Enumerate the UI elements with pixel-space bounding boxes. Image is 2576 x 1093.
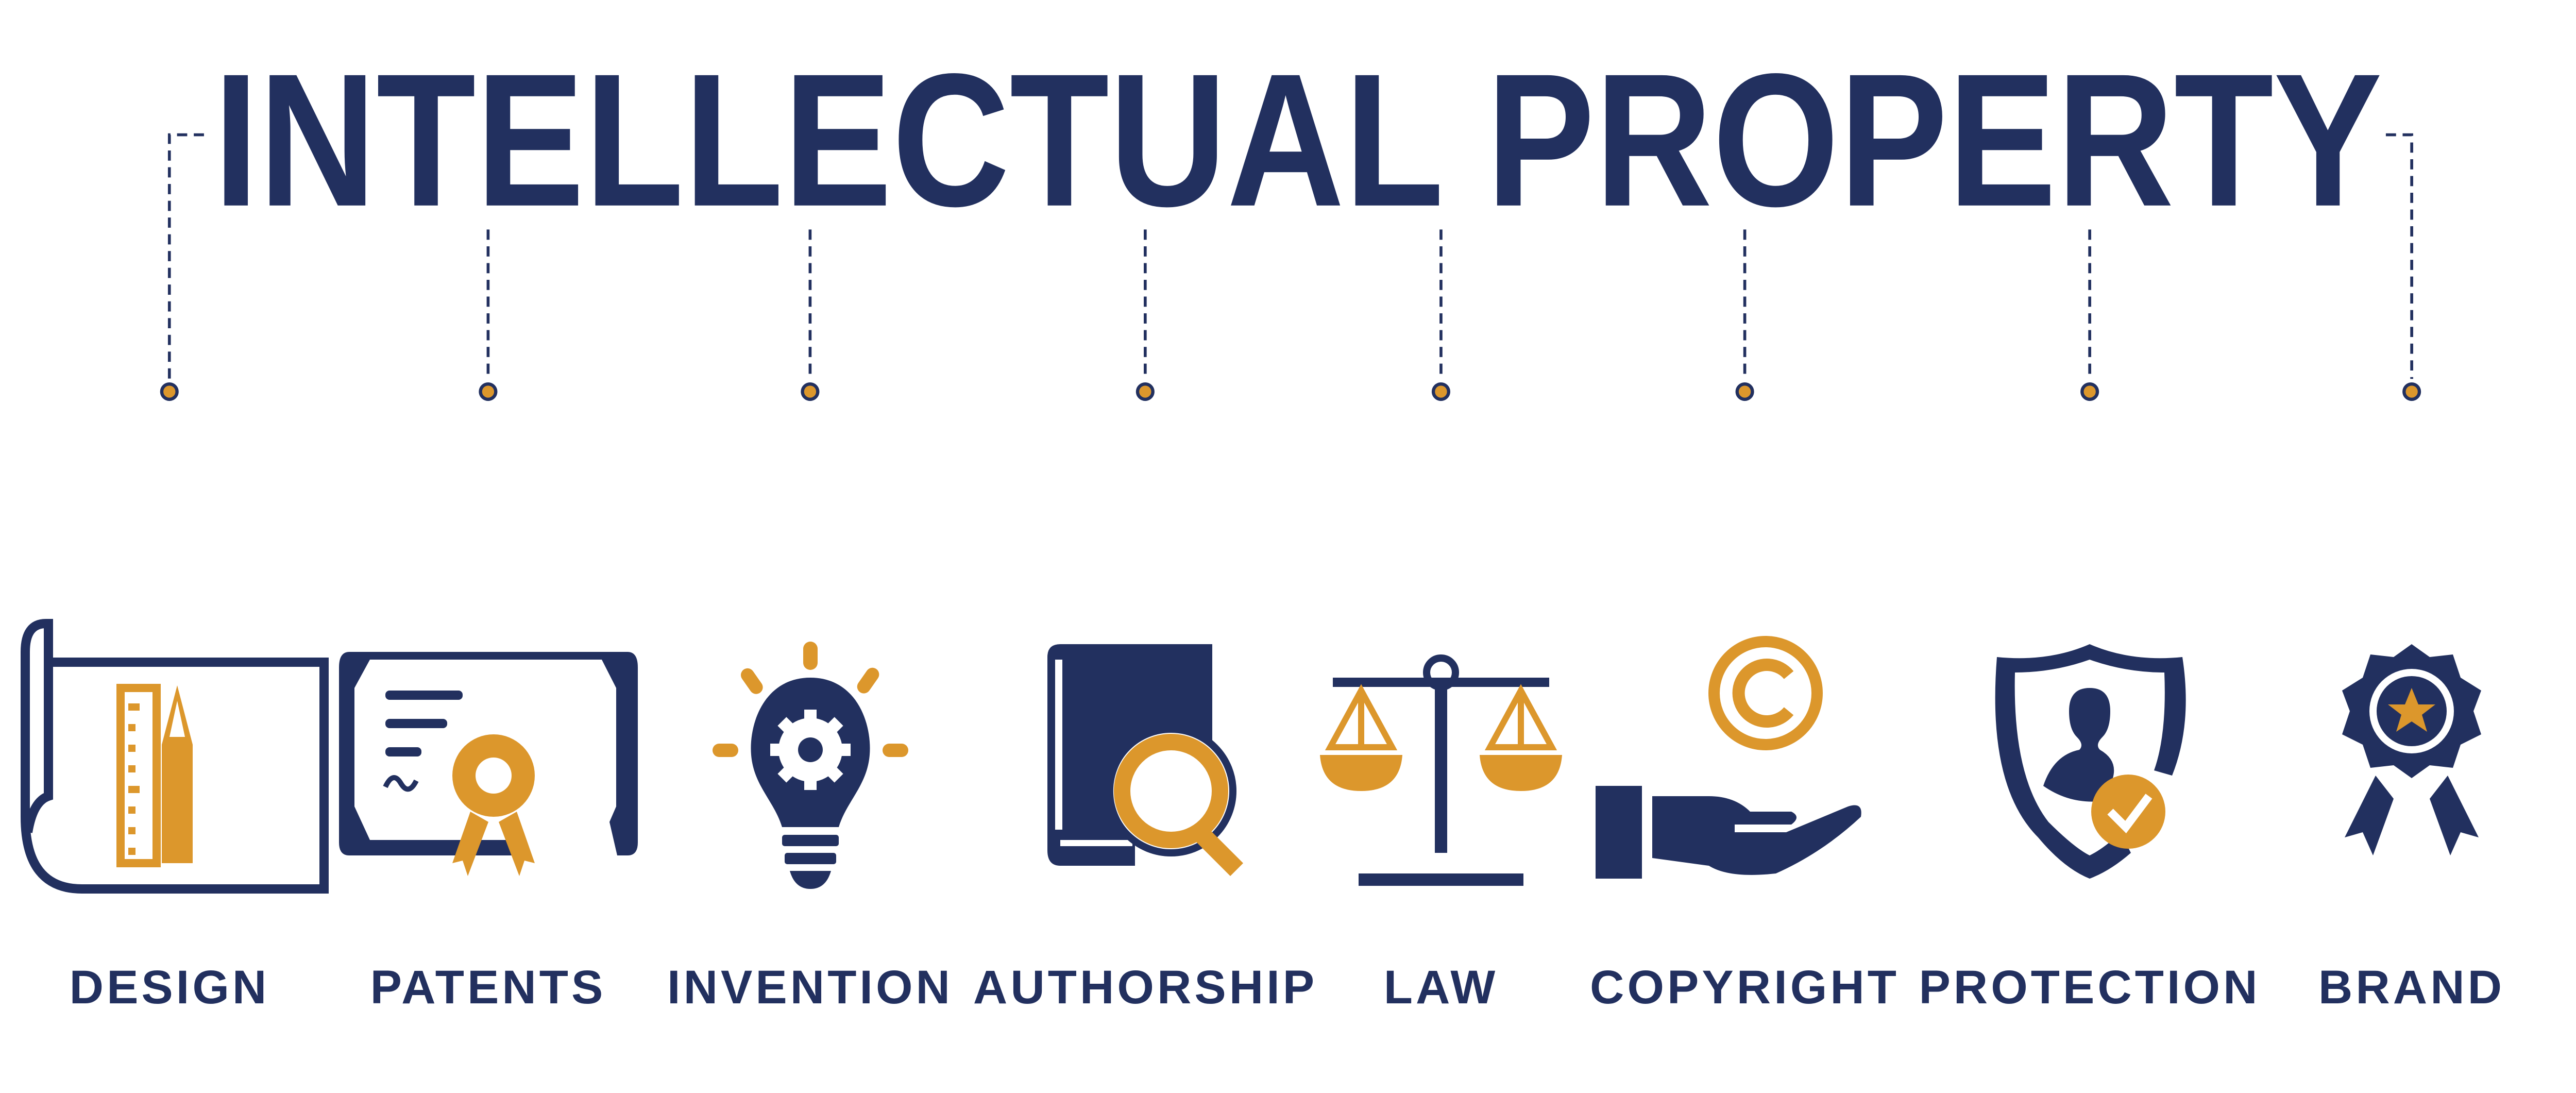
item-law: LAW — [1235, 600, 1647, 1011]
hand-copyright-icon — [1595, 636, 1861, 879]
connector-dot — [801, 382, 820, 401]
label-brand: BRAND — [2318, 961, 2505, 1014]
label-authorship: AUTHORSHIP — [973, 961, 1318, 1014]
award-badge-icon — [2342, 644, 2481, 855]
connector-dot — [479, 382, 498, 401]
book-magnifier-icon — [1047, 644, 1243, 876]
item-protection: PROTECTION — [1884, 600, 2296, 1011]
connector-dot — [2080, 382, 2099, 401]
connector-dot — [1136, 382, 1155, 401]
connector-dot — [1431, 382, 1450, 401]
item-patents: PATENTS — [282, 600, 694, 1011]
connectors — [160, 133, 2421, 401]
label-invention: INVENTION — [667, 961, 953, 1014]
blueprint-icon — [21, 619, 329, 894]
shield-user-check-icon — [1995, 644, 2186, 879]
label-law: LAW — [1383, 961, 1499, 1014]
label-design: DESIGN — [69, 961, 270, 1014]
label-patents: PATENTS — [370, 961, 606, 1014]
connector-dot — [160, 382, 179, 401]
item-brand: BRAND — [2206, 600, 2576, 1011]
item-design: DESIGN — [0, 600, 376, 1011]
item-authorship: AUTHORSHIP — [939, 600, 1351, 1011]
connector-dot — [1735, 382, 1754, 401]
label-protection: PROTECTION — [1919, 961, 2261, 1014]
banner-title: INTELLECTUAL PROPERTY — [213, 34, 2382, 246]
certificate-icon — [338, 652, 638, 876]
label-copyright: COPYRIGHT — [1590, 961, 1900, 1014]
connector-dot — [2402, 382, 2421, 401]
item-copyright: COPYRIGHT — [1539, 600, 1951, 1011]
item-invention: INVENTION — [604, 600, 1016, 1011]
scales-icon — [1319, 654, 1562, 886]
lightbulb-gear-icon — [712, 642, 908, 889]
